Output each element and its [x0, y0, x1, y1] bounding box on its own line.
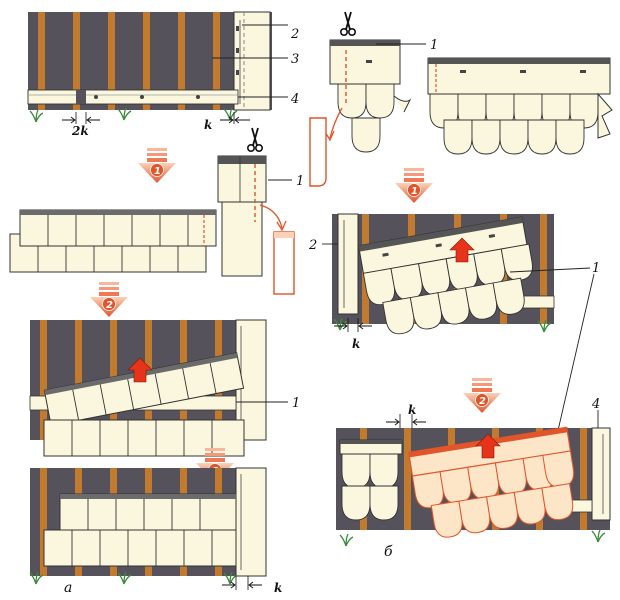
- step-arrow-icon: 1: [137, 147, 177, 184]
- panel-a-step3: k а: [29, 467, 282, 596]
- caption-a: а: [64, 580, 72, 596]
- step-arrow-icon: 2: [89, 281, 129, 318]
- step-arrow-icon: 2: [462, 377, 502, 414]
- panel-cutting-left: 1: [217, 127, 304, 295]
- panel-b-step2: k 4 б: [336, 397, 611, 560]
- dimension-k: k: [352, 337, 360, 351]
- label-4: 4: [591, 397, 600, 412]
- label-1: 1: [296, 174, 304, 189]
- starter-strip: [27, 89, 239, 105]
- scissors-icon: [339, 11, 357, 37]
- corner-profile: [233, 11, 271, 111]
- dimension-k: k: [274, 581, 282, 595]
- step-arrow-icon: 1: [394, 167, 434, 204]
- panel-a-step0: 2 3 4 2k k: [27, 11, 299, 138]
- svg-text:1: 1: [154, 166, 161, 177]
- label-1: 1: [592, 261, 600, 276]
- dimension-k: k: [408, 403, 416, 417]
- caption-b: б: [384, 544, 393, 560]
- label-2: 2: [308, 238, 317, 253]
- dimension-k: k: [204, 118, 212, 132]
- cut-off-piece: [309, 117, 327, 187]
- panel-b-full: [427, 57, 613, 155]
- svg-text:2: 2: [106, 300, 113, 311]
- grass-icon: [591, 529, 606, 543]
- svg-text:1: 1: [411, 186, 418, 197]
- panel-b-cutting: 1: [309, 11, 438, 187]
- panel-b-step1: 2 k 1: [308, 213, 600, 475]
- label-2: 2: [290, 27, 299, 42]
- label-1: 1: [430, 38, 438, 53]
- svg-text:2: 2: [479, 396, 486, 407]
- grass-icon: [339, 533, 354, 547]
- label-1: 1: [292, 396, 300, 411]
- label-3: 3: [291, 52, 299, 67]
- panel-a-step2: 1: [29, 319, 300, 457]
- grass-icon: [29, 109, 44, 123]
- cut-off-piece: [273, 231, 295, 295]
- battens: [38, 12, 220, 110]
- label-4: 4: [290, 92, 299, 107]
- dimension-2k: 2k: [71, 124, 89, 138]
- siding-panels-stack: [9, 209, 217, 273]
- scissors-icon: [246, 127, 264, 153]
